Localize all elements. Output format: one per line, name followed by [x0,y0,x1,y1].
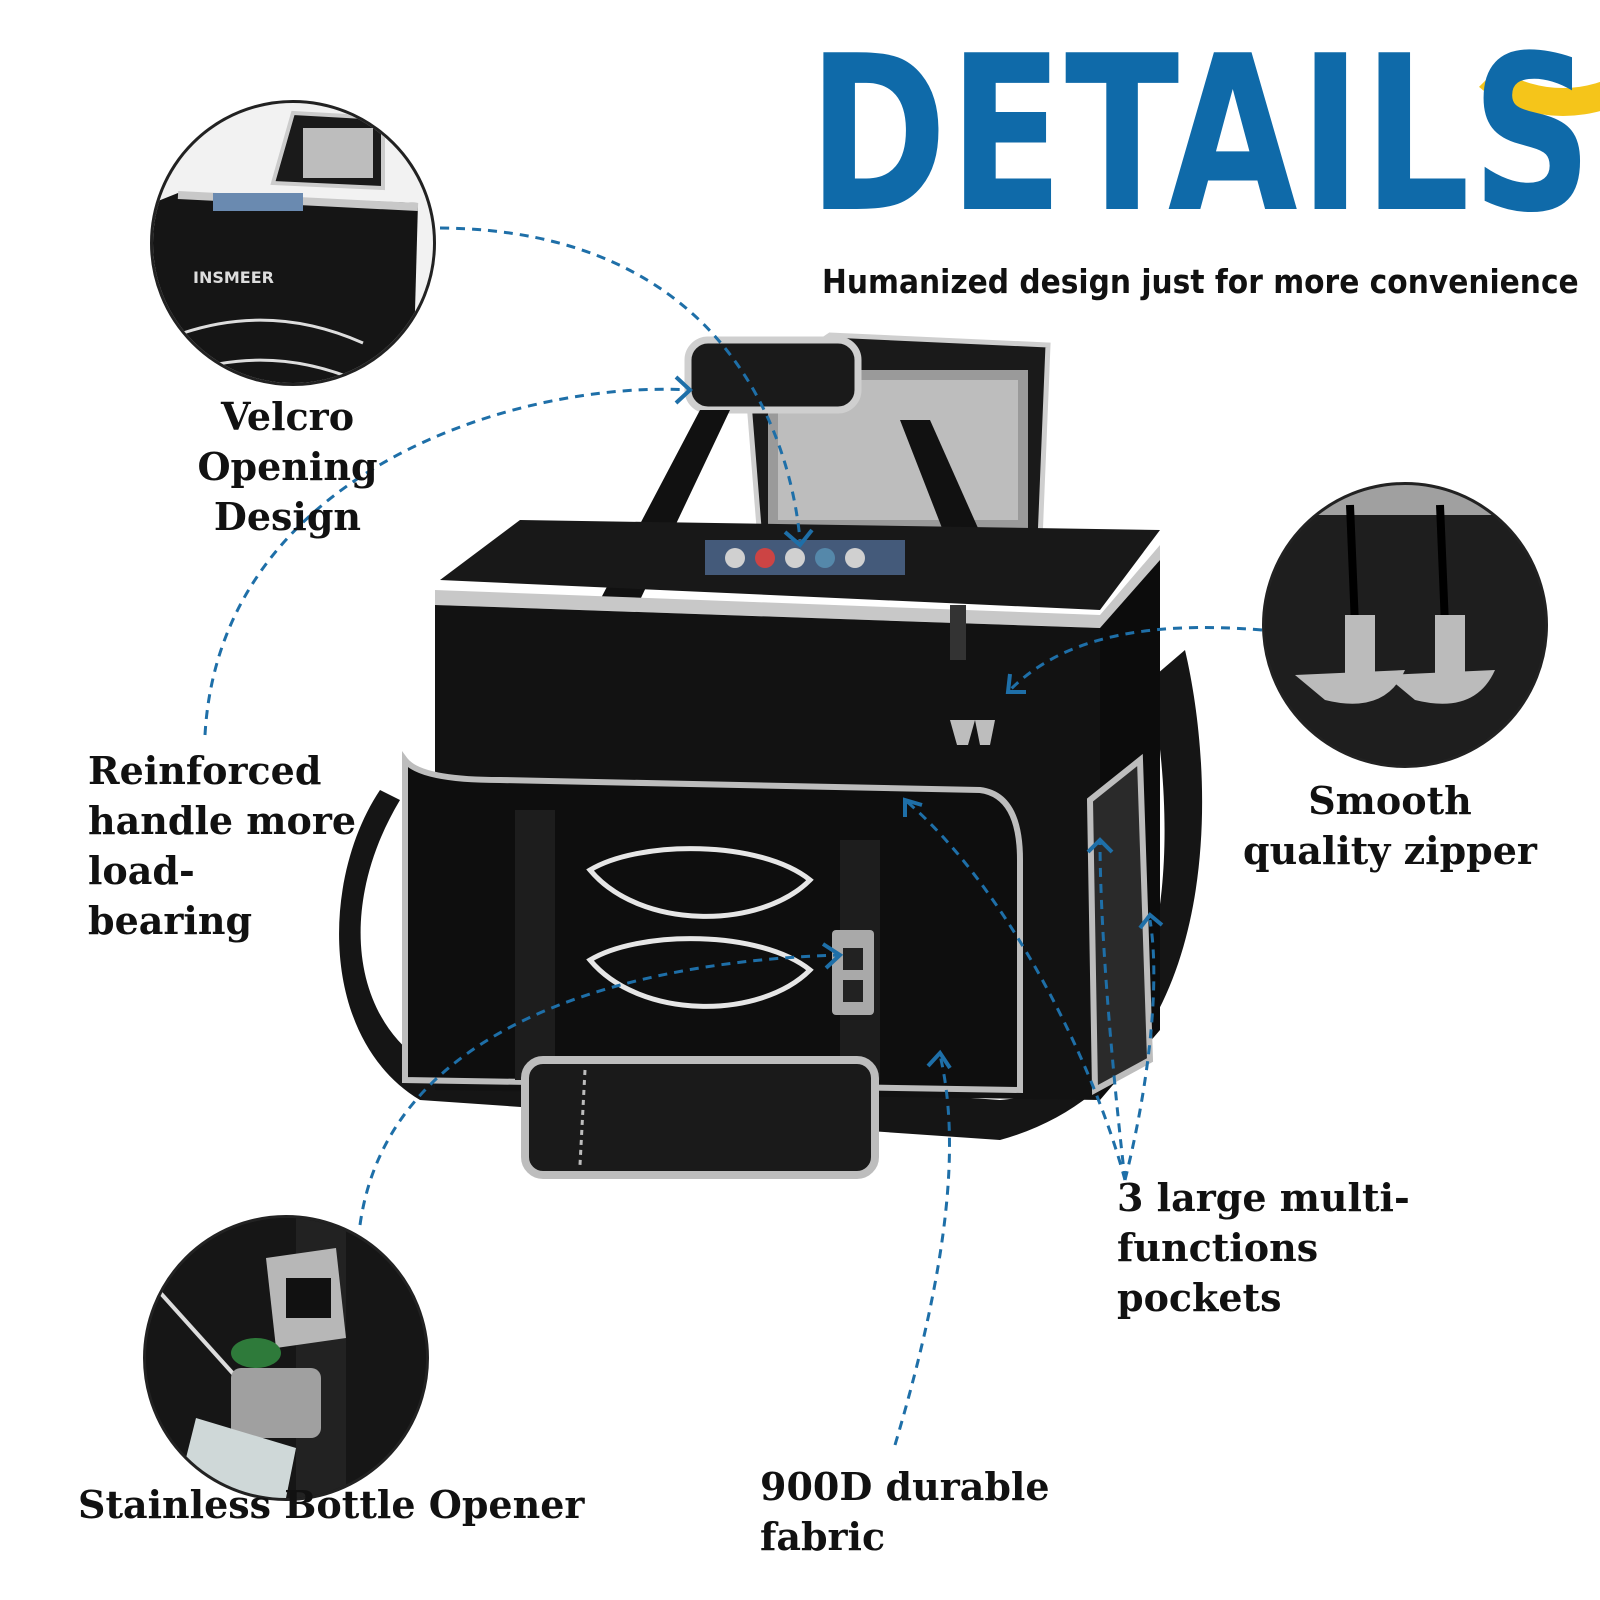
zipper-detail-image [1262,482,1548,768]
feature-handle-label: Reinforced handle more load- bearing [88,748,357,943]
page-subtitle: Humanized design just for more convenien… [822,262,1579,301]
feature-zipper-label: Smooth quality zipper [1243,778,1537,873]
svg-text:INSMEER: INSMEER [193,268,274,287]
feature-velcro-label: Velcro Opening Design [197,394,378,539]
feature-fabric-label: 900D durable fabric [760,1464,1050,1559]
velcro-detail-image: INSMEER [150,100,436,386]
bottle-opener-detail-image [143,1215,429,1501]
feature-pockets-label: 3 large multi-functions pockets [1117,1175,1410,1320]
feature-opener-label: Stainless Bottle Opener [78,1482,585,1527]
